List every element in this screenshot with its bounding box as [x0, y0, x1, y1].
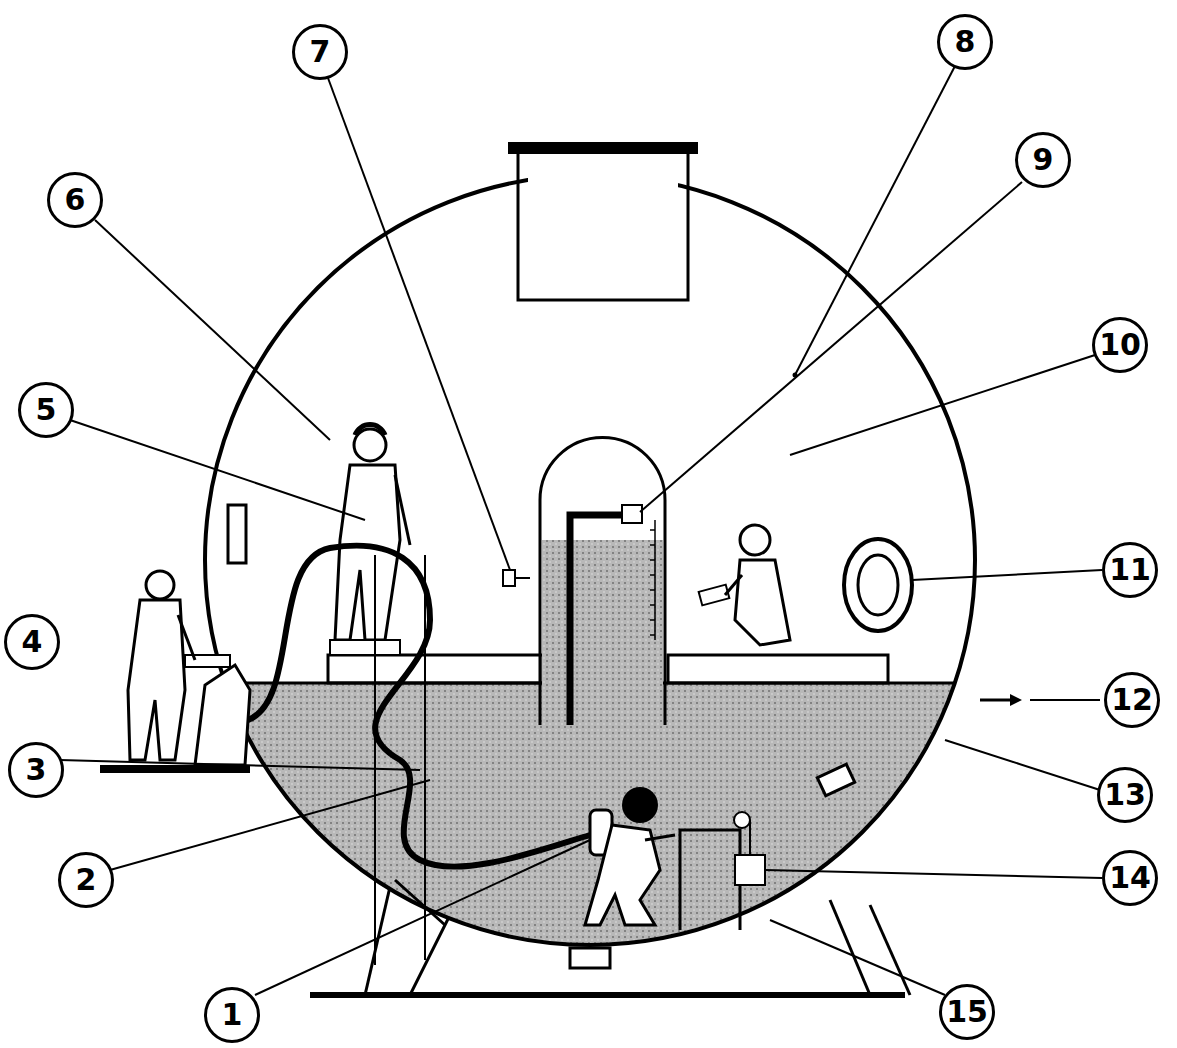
- callout-number: 6: [65, 185, 86, 215]
- bell-sensor: [622, 505, 642, 523]
- pulley-rope: [749, 820, 751, 855]
- life-ring: [844, 539, 912, 631]
- diver-helmet: [622, 787, 658, 823]
- callout-circle: 9: [1015, 132, 1071, 188]
- top-hatch: [518, 150, 688, 300]
- chamber-leg: [870, 905, 910, 995]
- leader-line: [912, 570, 1102, 580]
- leader-line: [945, 740, 1100, 790]
- work-stand: [680, 830, 740, 930]
- callout-circle: 6: [47, 172, 103, 228]
- operator-head: [146, 571, 174, 599]
- callout-number: 11: [1109, 555, 1151, 585]
- console-panel: [185, 655, 230, 667]
- callout-circle: 15: [939, 984, 995, 1040]
- headset: [355, 425, 385, 435]
- clipboard: [699, 585, 730, 606]
- callout-number: 3: [26, 755, 47, 785]
- leader-line: [95, 220, 330, 440]
- outlet-arrow: [980, 699, 1010, 702]
- bell-water: [542, 540, 663, 725]
- supply-hose: [248, 546, 590, 867]
- attendant-feet: [330, 640, 400, 655]
- callout-number: 1: [222, 1000, 243, 1030]
- callout-number: 10: [1099, 330, 1141, 360]
- observer-arm: [725, 575, 742, 595]
- leader-line: [255, 840, 590, 995]
- leader-line: [640, 182, 1022, 512]
- callout-circle: 1: [204, 987, 260, 1043]
- outlet-arrowhead: [1010, 694, 1022, 706]
- callout-number: 14: [1109, 863, 1151, 893]
- wet-bell: [540, 438, 665, 726]
- leader-dot: [793, 373, 798, 378]
- wall-device-mount: [515, 577, 530, 579]
- leader-line: [790, 355, 1095, 455]
- underwater-camera: [817, 764, 854, 796]
- callout-circle: 11: [1102, 542, 1158, 598]
- viewport: [228, 505, 246, 563]
- chamber-leg: [410, 915, 450, 995]
- leader-line: [328, 78, 510, 570]
- callout-circle: 2: [58, 852, 114, 908]
- callout-number: 15: [946, 997, 988, 1027]
- deck-platform: [328, 655, 543, 683]
- leader-line: [765, 870, 1102, 878]
- callout-circle: 7: [292, 24, 348, 80]
- leader-line: [70, 420, 365, 520]
- leader-line: [110, 780, 430, 870]
- life-ring-inner: [858, 555, 898, 615]
- callout-circle: 8: [937, 14, 993, 70]
- base-beam: [310, 992, 905, 998]
- attendant-arm: [395, 475, 410, 545]
- pulley: [734, 812, 750, 828]
- leader-line: [60, 760, 420, 770]
- diver-arm: [645, 835, 675, 840]
- callout-number: 13: [1104, 780, 1146, 810]
- callout-circle: 4: [4, 614, 60, 670]
- attendant-head: [354, 429, 386, 461]
- leader-lines: [60, 66, 1102, 995]
- callout-number: 2: [76, 865, 97, 895]
- chamber-support: [570, 948, 610, 968]
- leader-line: [1030, 699, 1100, 701]
- callout-number: 7: [310, 37, 331, 67]
- callout-number: 4: [22, 627, 43, 657]
- leader-line: [795, 66, 955, 375]
- deck-platform: [668, 655, 888, 683]
- guide-rod: [424, 555, 426, 960]
- hatch-cover: [508, 142, 698, 154]
- control-console: [195, 665, 250, 765]
- depth-scale-ticks: [650, 530, 655, 635]
- observer-body: [735, 560, 790, 645]
- callout-number: 5: [36, 395, 57, 425]
- bell-pipe: [570, 515, 625, 725]
- callout-circle: 5: [18, 382, 74, 438]
- test-weight: [735, 855, 765, 885]
- callout-number: 8: [955, 27, 976, 57]
- wall-device: [503, 570, 515, 586]
- callout-circle: 3: [8, 742, 64, 798]
- guide-rod: [374, 555, 376, 965]
- callout-number: 12: [1111, 685, 1153, 715]
- hatch-opening: [528, 170, 678, 290]
- observer-head: [740, 525, 770, 555]
- operator-arm: [178, 615, 195, 660]
- callout-number: 9: [1033, 145, 1054, 175]
- callout-circle: 10: [1092, 317, 1148, 373]
- operator-body: [128, 600, 185, 760]
- leader-line: [770, 920, 945, 995]
- callout-circle: 12: [1104, 672, 1160, 728]
- callout-circle: 13: [1097, 767, 1153, 823]
- callout-circle: 14: [1102, 850, 1158, 906]
- depth-scale: [654, 520, 656, 640]
- chamber-shell: [205, 175, 975, 945]
